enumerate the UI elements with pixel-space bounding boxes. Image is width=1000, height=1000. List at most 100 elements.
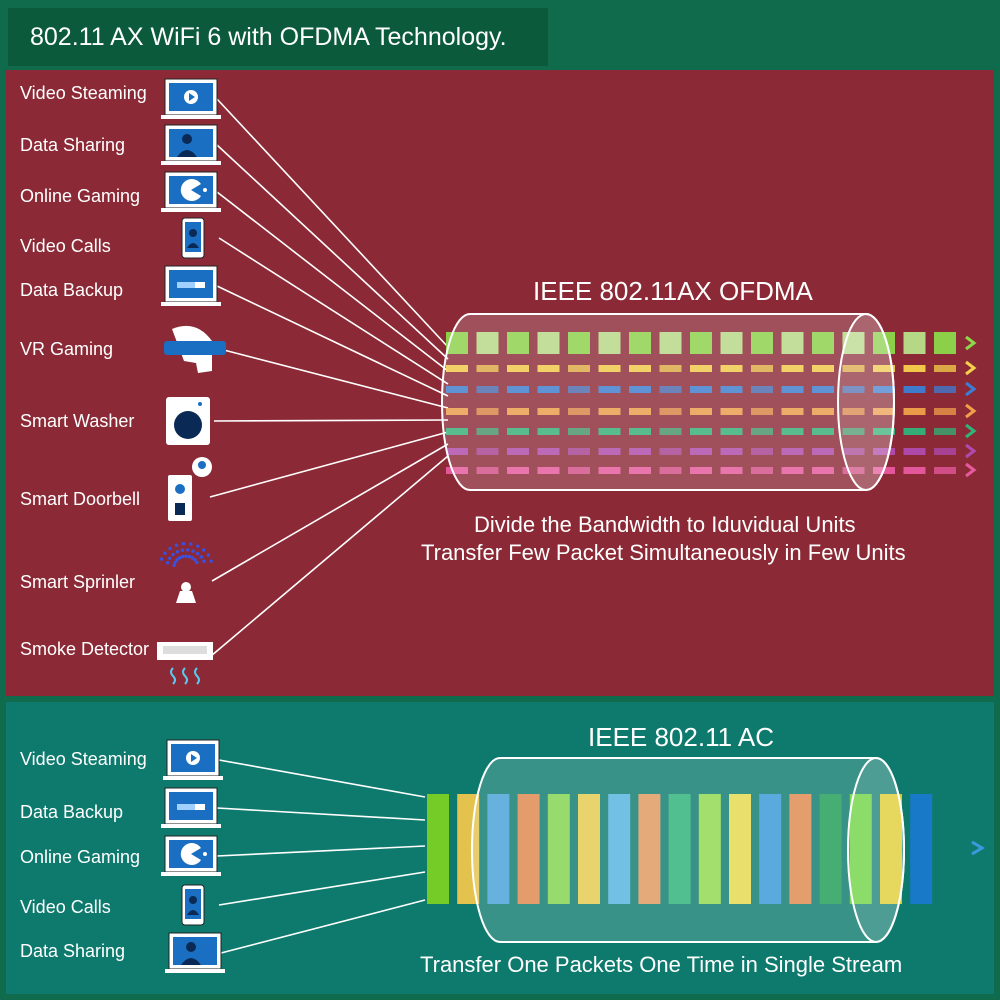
packet <box>568 467 590 474</box>
ac-device-label: Video Steaming <box>20 749 147 769</box>
packet <box>812 428 834 435</box>
packet <box>598 467 621 474</box>
connection-line <box>220 899 426 954</box>
ofdma-device-label: Smart Washer <box>20 411 135 431</box>
packet <box>934 467 956 474</box>
packet <box>690 428 712 435</box>
connection-line <box>216 845 426 857</box>
ac-device-label: Video Calls <box>20 897 111 917</box>
packet <box>568 332 590 354</box>
pacman-monitor-icon <box>161 835 221 876</box>
packet <box>751 448 773 455</box>
ac-device-label: Data Backup <box>20 802 124 822</box>
connection-line <box>216 191 449 372</box>
packet <box>720 386 743 393</box>
packet <box>903 428 926 435</box>
vr-headset-icon <box>164 325 226 373</box>
connection-line <box>213 419 449 422</box>
page-title: 802.11 AX WiFi 6 with OFDMA Technology. <box>8 8 548 66</box>
ac-device-label: Online Gaming <box>20 847 141 867</box>
stream-arrow <box>971 840 985 856</box>
packet <box>568 408 590 415</box>
packet <box>629 332 651 354</box>
packet <box>507 467 529 474</box>
packet <box>751 467 773 474</box>
packet <box>812 448 834 455</box>
packet <box>934 448 956 455</box>
ac-packets <box>427 794 985 904</box>
packet <box>934 332 956 354</box>
packet <box>812 332 834 354</box>
packet <box>537 408 560 415</box>
ac-caption: Transfer One Packets One Time in Single … <box>420 952 903 977</box>
packet <box>507 408 529 415</box>
packet <box>819 794 842 904</box>
packet <box>476 365 499 372</box>
packet <box>934 386 956 393</box>
packet <box>659 365 682 372</box>
packet <box>842 467 865 474</box>
packet <box>690 448 712 455</box>
video-monitor-icon <box>161 78 221 119</box>
connection-line <box>218 871 426 906</box>
packet <box>598 365 621 372</box>
ofdma-device-label: Online Gaming <box>20 186 141 206</box>
packet <box>476 386 499 393</box>
tube-end <box>847 757 905 943</box>
person-monitor-icon <box>165 932 225 973</box>
packet <box>629 467 651 474</box>
packet <box>873 365 895 372</box>
person-monitor-icon <box>161 124 221 165</box>
packet <box>690 408 712 415</box>
packet <box>873 448 895 455</box>
packet <box>903 386 926 393</box>
packet <box>427 794 449 904</box>
tube-body <box>471 757 905 943</box>
packet <box>873 408 895 415</box>
packet <box>517 794 540 904</box>
backup-laptop-icon <box>161 265 221 306</box>
ac-tube <box>471 757 905 943</box>
packet <box>547 794 570 904</box>
ofdma-device-label: Video Calls <box>20 236 111 256</box>
packet <box>698 794 721 904</box>
packet <box>842 408 865 415</box>
packet <box>781 408 804 415</box>
packet <box>638 794 661 904</box>
ac-device-label: Data Sharing <box>20 941 126 961</box>
packet <box>608 794 631 904</box>
lane-arrow <box>965 335 977 351</box>
packet <box>568 428 590 435</box>
packet <box>659 467 682 474</box>
packet <box>537 467 560 474</box>
packet <box>812 386 834 393</box>
packet <box>668 794 691 904</box>
packet <box>873 332 895 354</box>
ofdma-caption-line2: Transfer Few Packet Simultaneously in Fe… <box>421 540 906 565</box>
packet <box>476 332 499 354</box>
packet <box>903 332 926 354</box>
washing-machine-icon <box>166 397 210 445</box>
packet <box>537 386 560 393</box>
packet <box>487 794 510 904</box>
packet <box>659 386 682 393</box>
ofdma-connection-lines <box>209 98 449 657</box>
packet <box>476 467 499 474</box>
packet <box>781 467 804 474</box>
connection-line <box>216 285 449 397</box>
packet <box>537 428 560 435</box>
packet <box>842 386 865 393</box>
packet <box>507 428 529 435</box>
packet <box>568 386 590 393</box>
lane-arrow <box>965 423 977 439</box>
packet <box>598 428 621 435</box>
ac-connection-lines <box>216 759 426 954</box>
packet <box>598 386 621 393</box>
packet <box>568 448 590 455</box>
ofdma-caption-line1: Divide the Bandwidth to Iduvidual Units <box>474 512 856 537</box>
packet <box>720 448 743 455</box>
packet <box>781 386 804 393</box>
packet <box>751 386 773 393</box>
packet <box>812 408 834 415</box>
packet <box>629 448 651 455</box>
